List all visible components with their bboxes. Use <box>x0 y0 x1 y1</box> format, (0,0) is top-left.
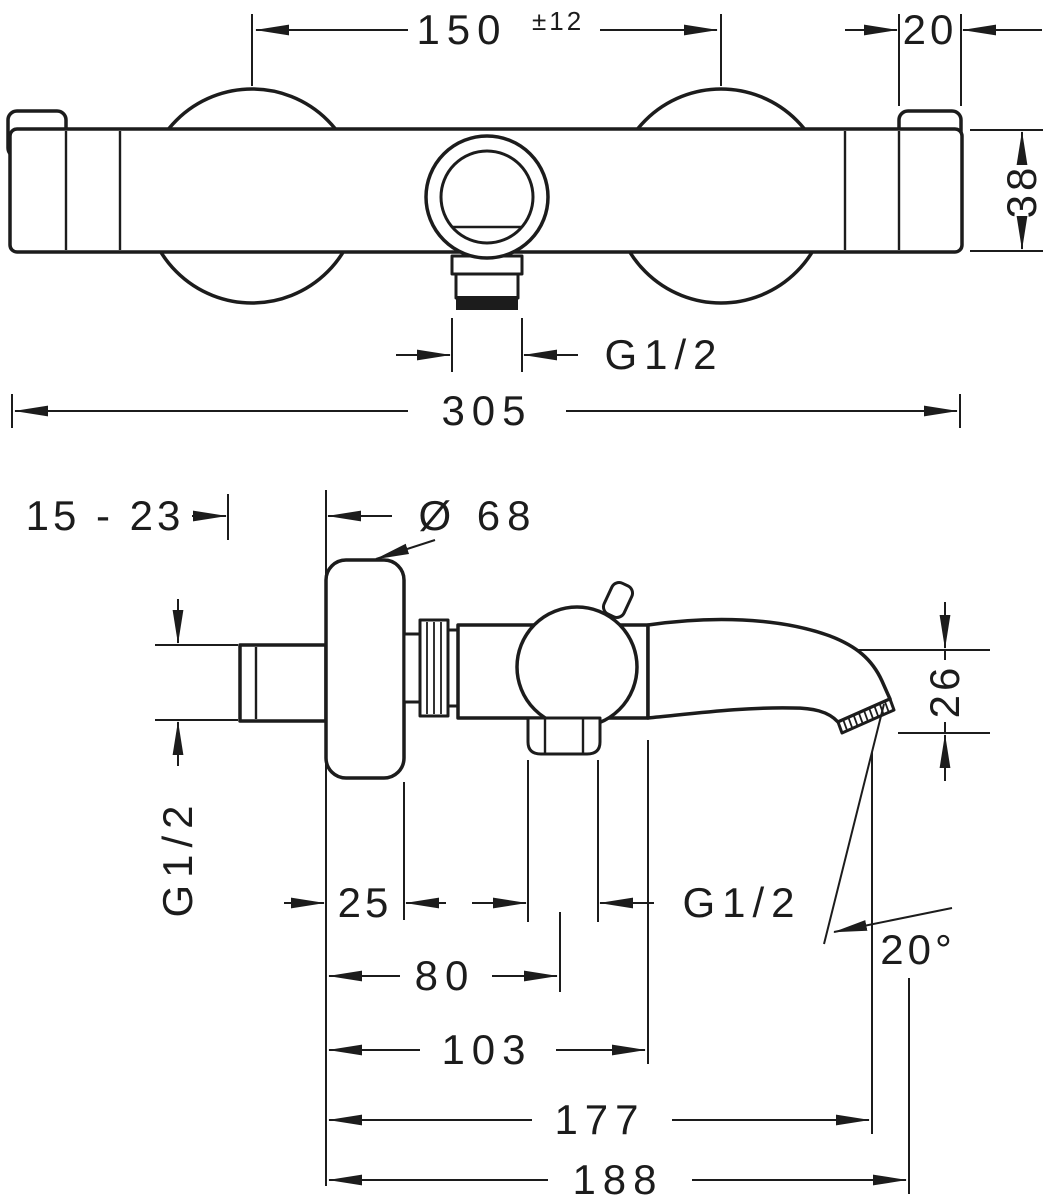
dim-305-label: 305 <box>441 387 532 434</box>
aerator-band <box>456 296 518 310</box>
dim-80: 80 <box>328 952 558 999</box>
dim-20: 20 <box>845 6 1042 106</box>
dim-g12-outlet: G1/2 <box>472 879 801 926</box>
inlet-union <box>238 643 328 723</box>
spout-side <box>646 617 892 724</box>
dim-25-label: 25 <box>338 879 393 926</box>
g12-inlet-label: G1/2 <box>154 798 201 917</box>
dim-38: 38 <box>970 129 1045 252</box>
dim-20-label: 20 <box>903 6 958 53</box>
spout-aerator <box>836 697 896 735</box>
side-view: 15 - 23 Ø 68 26 G1/2 <box>26 490 990 1200</box>
dim-dia-68-label: Ø 68 <box>418 492 537 539</box>
dim-15-23: 15 - 23 <box>26 492 392 539</box>
spout-front <box>424 134 550 310</box>
dim-g12-spout: G1/2 <box>396 318 723 378</box>
dim-g12-inlet: G1/2 <box>154 599 238 918</box>
dim-dia-68: Ø 68 <box>375 492 537 560</box>
handle-knob <box>601 581 635 619</box>
dim-15-23-label: 15 - 23 <box>26 492 185 539</box>
angle-20-label: 20° <box>880 926 956 973</box>
dim-188-label: 188 <box>572 1156 663 1200</box>
dim-188: 188 <box>328 1156 907 1200</box>
dim-150-tolerance: ±12 <box>532 6 584 36</box>
dim-25: 25 <box>284 879 446 926</box>
escutcheon-side <box>324 558 406 780</box>
spout-tube <box>454 272 520 300</box>
dim-26: 26 <box>856 602 990 781</box>
dim-80-label: 80 <box>415 952 476 999</box>
dim-177: 177 <box>328 1096 870 1143</box>
front-view: 150 ±12 20 38 G1/2 <box>6 6 1045 434</box>
g12-spout-label: G1/2 <box>604 331 723 378</box>
angle-reference-line <box>823 703 885 945</box>
handle-side <box>515 605 639 729</box>
dim-150-label: 150 <box>416 6 507 53</box>
dim-38-label: 38 <box>998 164 1045 219</box>
g12-outlet-label: G1/2 <box>682 879 801 926</box>
bottom-outlet-nut <box>526 716 602 756</box>
dim-177-label: 177 <box>554 1096 645 1143</box>
dim-305: 305 <box>11 387 961 434</box>
body-seam-lines <box>64 131 901 250</box>
dim-26-label: 26 <box>921 664 968 719</box>
spout-ring-inner <box>439 149 535 245</box>
dim-103: 103 <box>328 1026 646 1073</box>
connector-nut <box>402 618 462 718</box>
dim-angle-20: 20° <box>823 703 956 973</box>
aerator-hatch <box>842 700 890 732</box>
dim-150: 150 ±12 <box>251 6 722 86</box>
dim-103-label: 103 <box>441 1026 532 1073</box>
